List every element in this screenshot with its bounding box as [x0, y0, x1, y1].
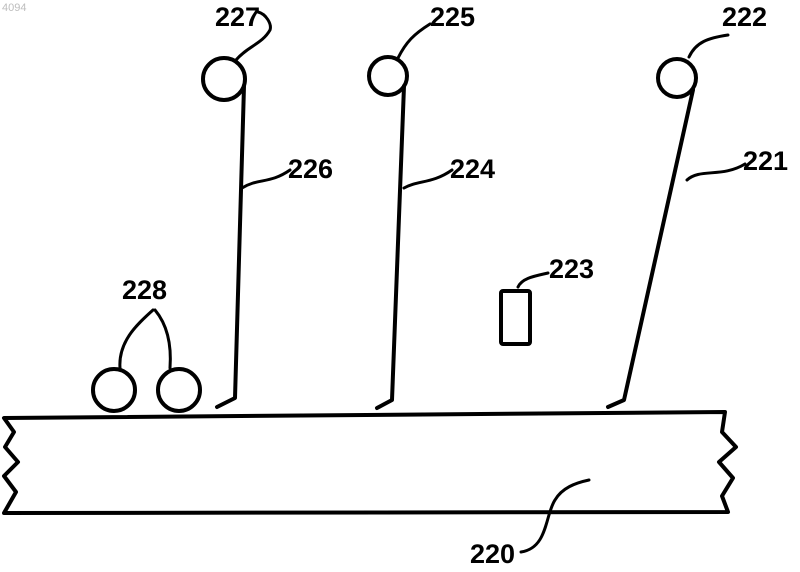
label-222: 222: [722, 2, 767, 32]
label-224: 224: [450, 154, 495, 184]
leader-225: [398, 24, 430, 58]
leader-220: [521, 480, 589, 552]
leader-221: [687, 164, 745, 180]
corner-code: 4094: [2, 2, 26, 14]
label-228: 228: [122, 275, 167, 305]
base-slab-220: [4, 412, 736, 513]
rod-221: [608, 90, 693, 407]
label-226: 226: [288, 154, 333, 184]
leader-228-left: [120, 310, 153, 368]
label-220: 220: [470, 539, 515, 569]
label-221: 221: [743, 146, 788, 176]
leader-228-right: [155, 310, 170, 368]
element-223: [501, 291, 530, 344]
leader-223: [518, 273, 548, 287]
ball-228-left: [93, 369, 135, 411]
ball-228-right: [158, 369, 200, 411]
rod-224: [377, 86, 404, 408]
ball-225: [369, 57, 407, 95]
leader-226: [242, 170, 290, 188]
leader-224: [404, 170, 452, 188]
rod-226: [217, 86, 244, 407]
label-225: 225: [430, 2, 475, 32]
ball-227: [203, 58, 245, 100]
label-223: 223: [549, 254, 594, 284]
label-227: 227: [215, 2, 260, 32]
leader-222: [689, 35, 728, 57]
ball-222: [658, 59, 696, 97]
